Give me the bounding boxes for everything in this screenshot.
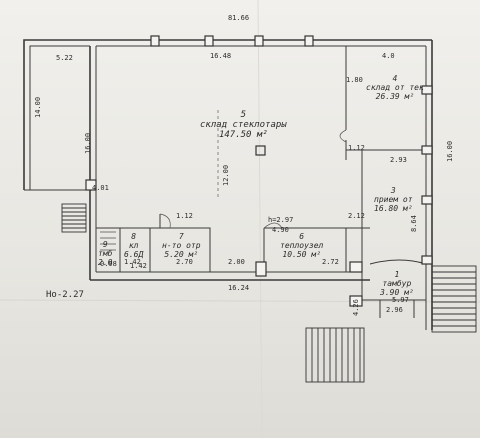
dim-small-b: 0.98 (100, 260, 117, 268)
dim-top-right: 4.0 (382, 52, 395, 60)
dim-right-e: 4.26 (352, 299, 360, 316)
dim-corr-e: 2.72 (322, 258, 339, 266)
room-name: тамбур (382, 279, 412, 288)
room-teploozel: 6 теплоузел 10.50 м² (280, 232, 323, 259)
room-number: 7 (178, 232, 184, 241)
dim-right-a: 2.93 (390, 156, 407, 164)
dim-top-mid: 16.48 (210, 52, 232, 60)
pillars (85, 35, 433, 307)
dim-right-d: 8.64 (410, 215, 418, 232)
room-area: 147.50 м² (218, 130, 268, 140)
dim-left-step: 4.01 (92, 184, 109, 192)
dim-h-mark: h=2.97 (268, 216, 294, 224)
dim-left-inner: 16.00 (84, 132, 92, 154)
dim-small-a: 1.12 (176, 212, 193, 220)
room-sklad-ot-tek: 4 склад от тек 26.39 м² (366, 74, 424, 101)
dim-bottom-right: 2.96 (386, 306, 403, 314)
dim-left-wall: 14.00 (34, 96, 42, 118)
room-area: 10.50 м² (282, 250, 321, 259)
room-number: 6 (299, 232, 305, 241)
room-name: теплоузел (280, 241, 324, 250)
room-area: 2.0 (98, 258, 113, 267)
right-stair (431, 265, 477, 333)
dim-centre: 12.00 (222, 164, 230, 186)
dim-right-f: 5.97 (392, 296, 409, 304)
dim-corr-a: 4.90 (272, 226, 289, 234)
left-stair (61, 203, 87, 233)
dim-win-a: 1.80 (346, 76, 363, 84)
room-tmb: 9 тмб 2.0 (98, 240, 112, 267)
paper-fold (0, 299, 480, 303)
bottom-stair (305, 327, 365, 383)
hatch-small-rooms (100, 231, 116, 251)
dim-right-c: 2.12 (348, 212, 365, 220)
dim-right-wall: 16.00 (446, 140, 454, 162)
room-priem: 3 прием от 16.80 м² (374, 186, 413, 213)
room-kl: 8 кл 6.6Д (124, 232, 143, 259)
room-name: тмб (98, 249, 113, 258)
room-name: склад от тек (366, 83, 424, 92)
room-sklad-steklotary: 5 склад стеклотары 147.50 м² (200, 110, 287, 140)
room-area: 3.90 м² (380, 288, 414, 297)
dim-corr-d: 1.42 (124, 258, 141, 266)
partition-small-rooms (96, 214, 161, 229)
room-area: 26.39 м² (375, 92, 415, 101)
room-number: 4 (392, 74, 398, 83)
room-number: 9 (102, 240, 108, 249)
room-name: н-то отр (162, 241, 201, 250)
column (255, 145, 266, 156)
room-name: прием от (374, 195, 413, 204)
paper-fold (257, 0, 263, 438)
room-number: 8 (131, 232, 137, 241)
room-number: 1 (394, 270, 400, 279)
dim-win-b: 1.42 (130, 262, 147, 270)
top-reference: 81.66 (228, 14, 250, 22)
room-number: 3 (390, 186, 396, 195)
dim-corr-b: 2.70 (176, 258, 193, 266)
dim-bottom: 16.24 (228, 284, 250, 292)
room-number: 5 (240, 110, 247, 120)
door-swings (159, 129, 347, 229)
dim-right-b: 1.12 (348, 144, 365, 152)
left-wing-wall (23, 39, 96, 190)
dim-corr-c: 2.00 (228, 258, 245, 266)
room-area: 16.80 м² (374, 204, 413, 213)
dim-top-left: 5.22 (56, 54, 73, 62)
room-tambur: 1 тамбур 3.90 м² (380, 270, 414, 297)
room-nto: 7 н-то отр 5.20 м² (162, 232, 201, 259)
room-name: склад стеклотары (200, 120, 287, 130)
level-mark: Ho-2.27 (46, 290, 84, 300)
room-area: 6.6Д (124, 250, 144, 259)
vestibule-arc (369, 259, 427, 265)
room-area: 5.20 м² (164, 250, 199, 259)
room-name: кл (128, 241, 139, 250)
